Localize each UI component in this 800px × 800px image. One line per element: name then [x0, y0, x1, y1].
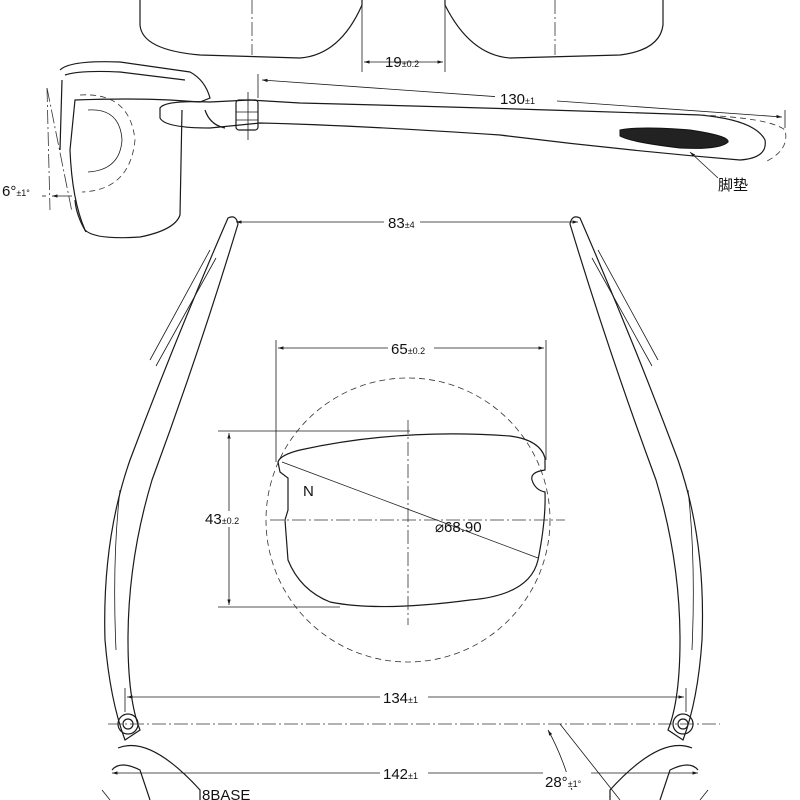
svg-text:6°±1°: 6°±1°: [2, 183, 30, 200]
base-curve-label: 8BASE: [202, 787, 250, 800]
dimension-temple-length: 130±1: [257, 74, 786, 128]
ear-pad-callout: 脚垫: [689, 151, 748, 194]
hinge-span-tolerance: ±1: [408, 695, 418, 705]
bridge-tolerance: ±0.2: [402, 59, 419, 69]
svg-text:130±1: 130±1: [500, 91, 535, 108]
dimension-hinge-span: 134±1: [124, 688, 687, 712]
side-view-frame: [46, 61, 211, 239]
dimension-pantoscopic-angle: 6°±1°: [2, 183, 72, 200]
front-width-value: 142: [383, 766, 408, 783]
svg-text:28°±1°: 28°±1°: [545, 774, 582, 791]
tip-span-tolerance: ±4: [405, 220, 415, 230]
front-view-lenses: [139, 0, 664, 72]
dimension-bridge: 19±0.2: [364, 54, 443, 71]
side-view-temple: [159, 92, 787, 163]
front-width-tolerance: ±1: [408, 771, 418, 781]
lens-detail: N ⌀68.90: [265, 377, 565, 663]
hinge-span-value: 134: [383, 690, 408, 707]
svg-text:83±4: 83±4: [388, 215, 415, 232]
pantoscopic-value: 6°: [2, 183, 16, 200]
temple-length-tolerance: ±1: [525, 96, 535, 106]
svg-text:65±0.2: 65±0.2: [391, 341, 425, 358]
bridge-value: 19: [385, 54, 402, 71]
dimension-temple-tip-span: 83±4: [236, 214, 578, 232]
lens-height-value: 43: [205, 511, 222, 528]
lens-height-tolerance: ±0.2: [222, 516, 239, 526]
svg-text:142±1: 142±1: [383, 766, 418, 783]
dimension-front-width: 142±1: [112, 765, 698, 783]
dimension-lens-height: 43±0.2: [202, 430, 410, 608]
tip-span-value: 83: [388, 215, 405, 232]
ear-pad-label: 脚垫: [718, 177, 748, 194]
wrap-angle-value: 28°: [545, 774, 568, 791]
pantoscopic-tolerance: ±1°: [16, 188, 30, 198]
wrap-angle-tolerance: ±1°: [568, 779, 582, 789]
lens-width-value: 65: [391, 341, 408, 358]
svg-text:19±0.2: 19±0.2: [385, 54, 419, 71]
svg-text:43±0.2: 43±0.2: [205, 511, 239, 528]
dimension-lens-width: 65±0.2: [275, 340, 547, 462]
lens-diameter-value: ⌀68.90: [435, 519, 482, 536]
lens-width-tolerance: ±0.2: [408, 346, 425, 356]
dimension-wrap-angle: 28°±1°: [543, 723, 621, 800]
top-view-frame: [101, 216, 720, 800]
nose-side-mark: N: [303, 483, 314, 500]
temple-length-value: 130: [500, 91, 525, 108]
svg-text:134±1: 134±1: [383, 690, 418, 707]
